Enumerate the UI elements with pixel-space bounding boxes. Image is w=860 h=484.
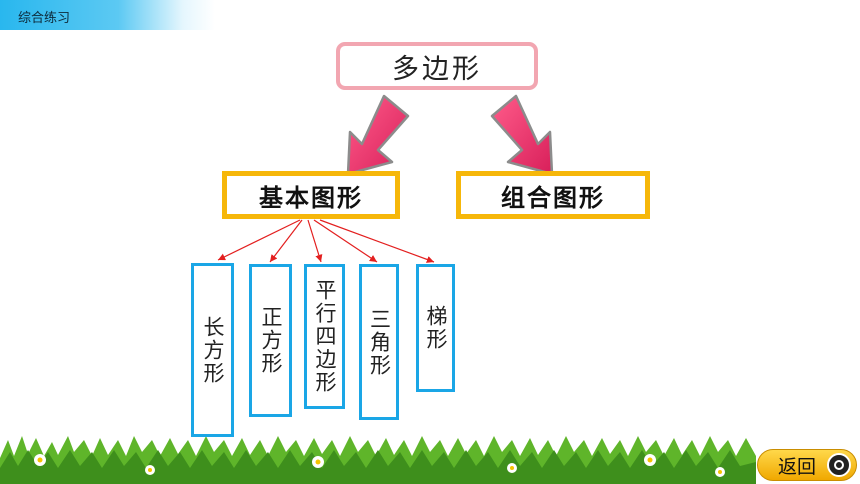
grass-decoration xyxy=(0,436,756,484)
category-basic-box: 基本图形 xyxy=(222,171,400,219)
arrow-to-combo xyxy=(490,94,554,176)
leaf-label-5: 梯形 xyxy=(424,305,448,351)
leaf-node-4: 三角形 xyxy=(359,264,399,420)
back-button[interactable]: 返回 xyxy=(757,449,857,481)
thin-arrow-group xyxy=(217,219,435,263)
leaf-node-1: 长方形 xyxy=(191,263,234,437)
category-basic-label: 基本图形 xyxy=(259,182,363,212)
thin-arrow-3 xyxy=(307,219,323,263)
leaf-node-5: 梯形 xyxy=(416,264,455,392)
thin-arrow-1 xyxy=(217,219,301,261)
back-button-label: 返回 xyxy=(778,456,817,478)
return-icon xyxy=(827,453,851,477)
leaf-node-2: 正方形 xyxy=(249,264,292,417)
root-node-box: 多边形 xyxy=(336,42,538,90)
top-banner: 综合练习 xyxy=(0,0,215,30)
thin-arrow-5 xyxy=(319,219,435,263)
arrow-to-basic xyxy=(346,94,410,176)
category-combo-label: 组合图形 xyxy=(501,182,605,212)
section-title: 综合练习 xyxy=(18,10,71,25)
leaf-node-3: 平行四边形 xyxy=(304,264,345,409)
root-node-label: 多边形 xyxy=(392,53,482,85)
leaf-label-1: 长方形 xyxy=(201,315,225,385)
leaf-label-3: 平行四边形 xyxy=(313,279,337,394)
thin-arrow-4 xyxy=(313,219,378,263)
leaf-label-4: 三角形 xyxy=(367,307,392,377)
category-combo-box: 组合图形 xyxy=(456,171,650,219)
thin-arrow-2 xyxy=(269,219,303,263)
leaf-label-2: 正方形 xyxy=(259,306,283,375)
